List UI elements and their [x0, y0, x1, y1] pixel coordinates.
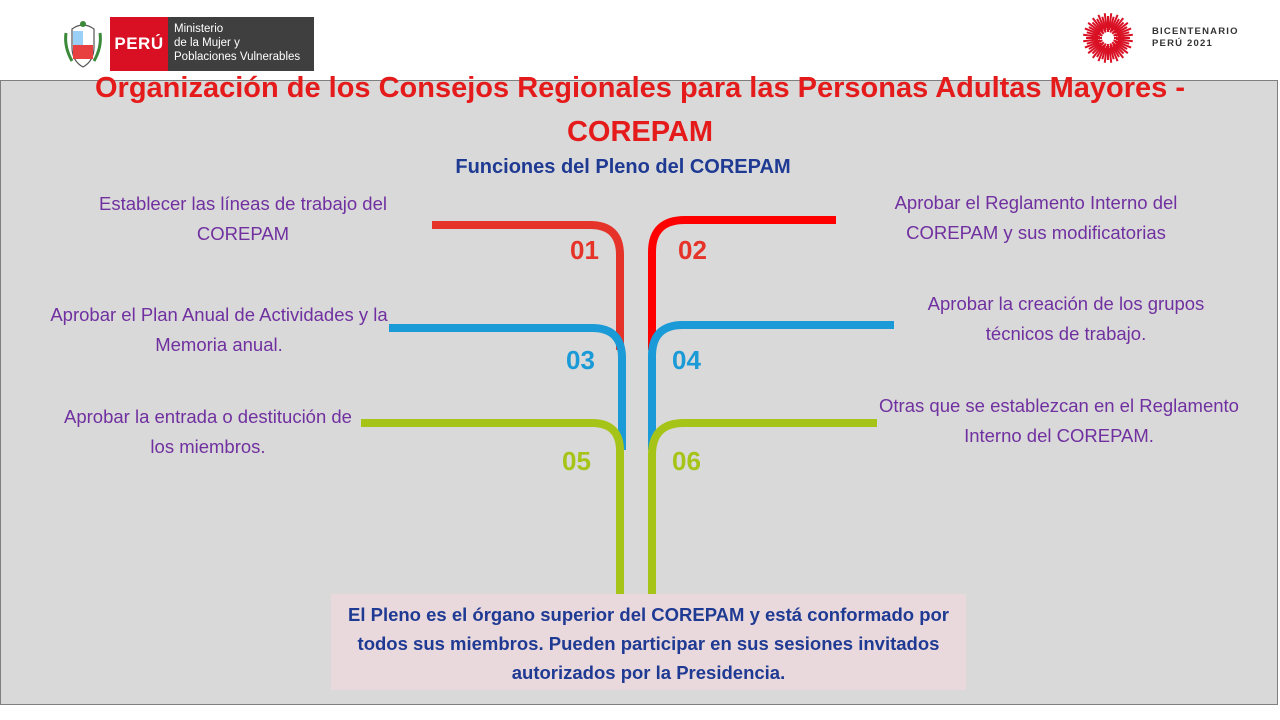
slide-subtitle: Funciones del Pleno del COREPAM: [455, 156, 791, 178]
branch-05-line: [361, 419, 624, 594]
coat-of-arms-icon: [64, 21, 102, 68]
peru-label: PERÚ: [110, 17, 168, 71]
branch-02-line: [648, 216, 836, 350]
bicentenario-emblem-icon: [1083, 13, 1133, 63]
bicentenario-line-1: BICENTENARIO: [1152, 26, 1239, 37]
function-06-number: 06: [672, 446, 701, 476]
branch-01-line: [432, 221, 624, 350]
function-01-number: 01: [570, 235, 599, 265]
bicentenario-line-2: PERÚ 2021: [1152, 38, 1213, 49]
function-02-number: 02: [678, 235, 707, 265]
function-01-text: Establecer las líneas de trabajo del COR…: [99, 193, 387, 244]
bicentenario-logo: BICENTENARIO PERÚ 2021: [1074, 12, 1239, 64]
function-03-number: 03: [566, 345, 595, 375]
function-03-text: Aprobar el Plan Anual de Actividades y l…: [50, 304, 388, 355]
function-02-text: Aprobar el Reglamento Interno del COREPA…: [894, 192, 1178, 243]
branch-06-line: [648, 419, 877, 594]
header: PERÚ Ministerio de la Mujer y Poblacione…: [0, 0, 1280, 80]
function-04-text: Aprobar la creación de los grupos técnic…: [927, 293, 1205, 344]
ministry-name: Ministerio de la Mujer y Poblaciones Vul…: [168, 17, 314, 71]
branch-04-line: [648, 321, 894, 450]
function-06-text: Otras que se establezcan en el Reglament…: [879, 395, 1239, 446]
ministry-line-3: Poblaciones Vulnerables: [174, 51, 301, 63]
branch-03-line: [389, 324, 626, 450]
function-04-number: 04: [672, 345, 701, 375]
ministry-line-1: Ministerio: [174, 23, 224, 35]
ministry-line-2: de la Mujer y: [174, 37, 240, 49]
slide-title: Organización de los Consejos Regionales …: [95, 72, 1185, 148]
function-05-text: Aprobar la entrada o destitución de los …: [64, 406, 352, 457]
pleno-description-box: El Pleno es el órgano superior del COREP…: [331, 594, 966, 690]
government-logo: PERÚ Ministerio de la Mujer y Poblacione…: [62, 17, 314, 71]
function-05-number: 05: [562, 446, 591, 476]
